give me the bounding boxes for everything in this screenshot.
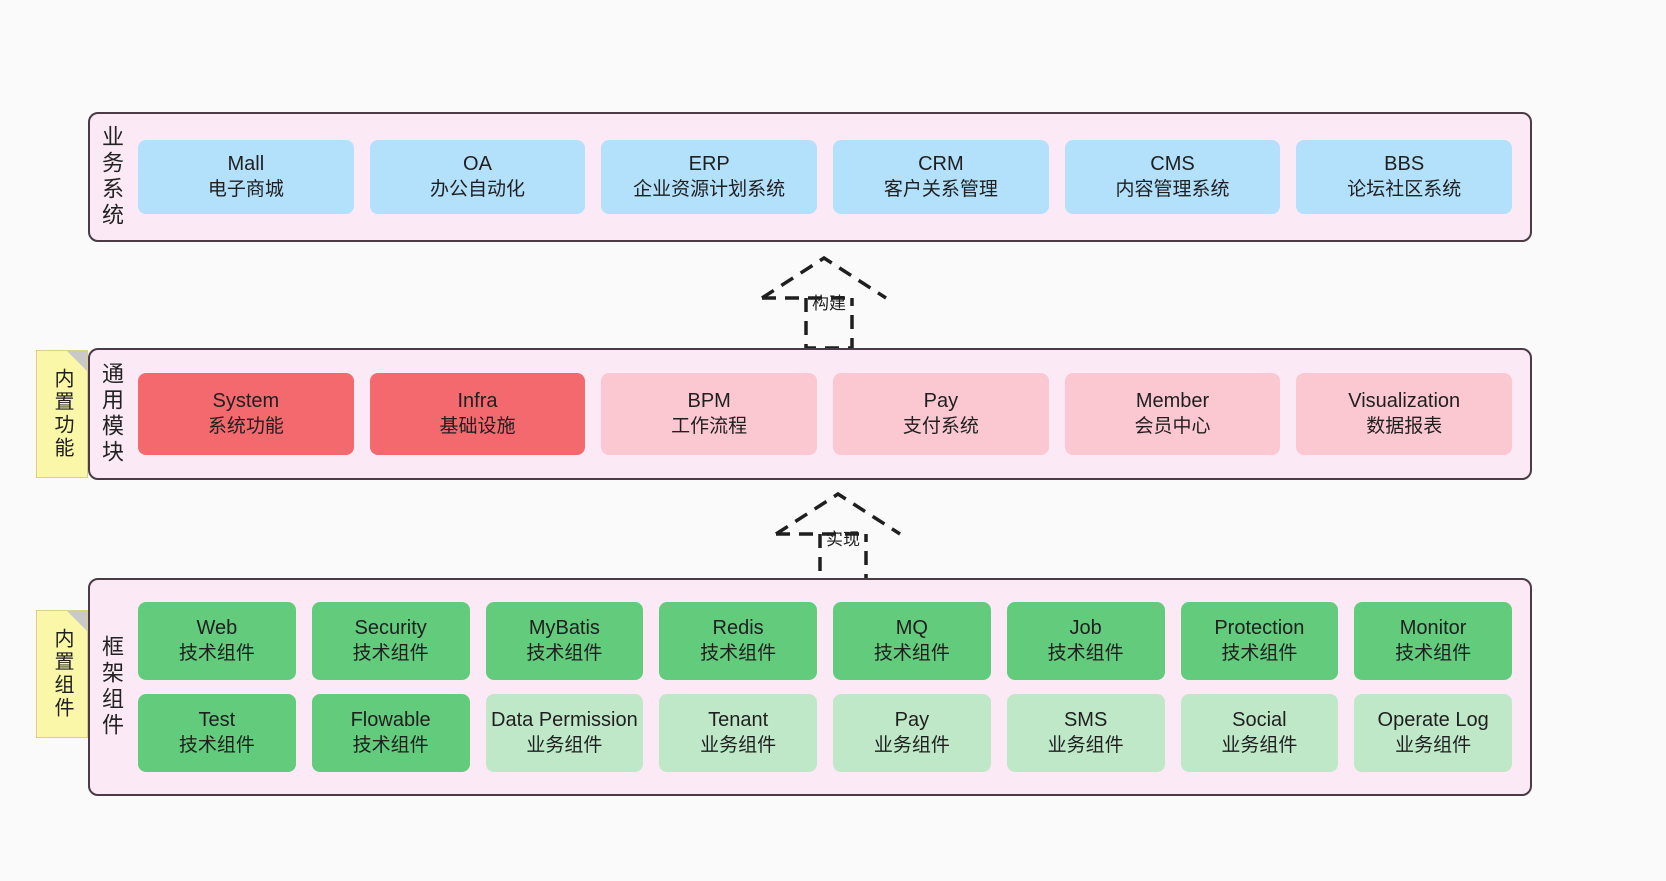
card-name: Job (1069, 617, 1102, 640)
card-description: 基础设施 (439, 415, 516, 437)
layer-framework-components-title: 框架组件 (99, 635, 124, 739)
card-description: 会员中心 (1134, 415, 1211, 437)
card-description: 技术组件 (1395, 642, 1472, 664)
card-description: 技术组件 (178, 642, 255, 664)
card-description: 技术组件 (352, 734, 429, 756)
card-name: Flowable (350, 709, 431, 732)
card-name: Pay (923, 390, 959, 413)
layer-business-systems-title: 业务系统 (99, 125, 124, 229)
card-name: BBS (1384, 153, 1425, 176)
connector-build-label: 构建 (812, 294, 846, 313)
card-description: 技术组件 (1047, 642, 1124, 664)
card-description: 技术组件 (700, 642, 777, 664)
connector-implement-label: 实现 (826, 530, 860, 549)
card-name: Social (1232, 709, 1287, 732)
card-description: 技术组件 (1221, 642, 1298, 664)
sticky-note-builtin-features: 内置功能 (36, 350, 88, 478)
card-name: Tenant (708, 709, 769, 732)
card-name: Redis (712, 617, 764, 640)
card-name: Pay (894, 709, 930, 732)
card-name: BPM (687, 390, 731, 413)
sticky-note-builtin-components: 内置组件 (36, 610, 88, 738)
card-name: SMS (1063, 709, 1108, 732)
card-description: 办公自动化 (430, 178, 526, 200)
card-description: 技术组件 (178, 734, 255, 756)
card-description: 业务组件 (1047, 734, 1124, 756)
card-description: 技术组件 (352, 642, 429, 664)
card-description: 系统功能 (207, 415, 284, 437)
card-name: CRM (918, 153, 964, 176)
card-description: 业务组件 (873, 734, 950, 756)
card-name: System (212, 390, 280, 413)
card-name: Security (354, 617, 427, 640)
card-name: Infra (457, 390, 498, 413)
card-name: Web (196, 617, 238, 640)
card-name: Operate Log (1377, 709, 1489, 732)
layer-common-modules-title: 通用模块 (99, 362, 124, 466)
card-description: 技术组件 (873, 642, 950, 664)
card-name: MQ (895, 617, 928, 640)
card-description: 客户关系管理 (883, 178, 998, 200)
card-description: 企业资源计划系统 (633, 178, 786, 200)
card-name: Protection (1214, 617, 1305, 640)
card-description: 数据报表 (1366, 415, 1443, 437)
card-description: 业务组件 (1395, 734, 1472, 756)
card-name: Visualization (1348, 390, 1461, 413)
card-description: 业务组件 (526, 734, 603, 756)
card-description: 论坛社区系统 (1347, 178, 1462, 200)
card-name: CMS (1150, 153, 1195, 176)
card-name: Monitor (1399, 617, 1467, 640)
card-description: 技术组件 (526, 642, 603, 664)
card-name: Data Permission (491, 709, 638, 732)
card-name: Member (1135, 390, 1210, 413)
card-description: 电子商城 (207, 178, 284, 200)
card-description: 支付系统 (902, 415, 979, 437)
card-name: Test (198, 709, 236, 732)
card-name: Mall (227, 153, 265, 176)
card-description: 业务组件 (1221, 734, 1298, 756)
card-name: MyBatis (528, 617, 600, 640)
card-description: 内容管理系统 (1115, 178, 1230, 200)
card-description: 工作流程 (671, 415, 748, 437)
card-name: ERP (688, 153, 730, 176)
card-description: 业务组件 (700, 734, 777, 756)
card-name: OA (463, 153, 492, 176)
